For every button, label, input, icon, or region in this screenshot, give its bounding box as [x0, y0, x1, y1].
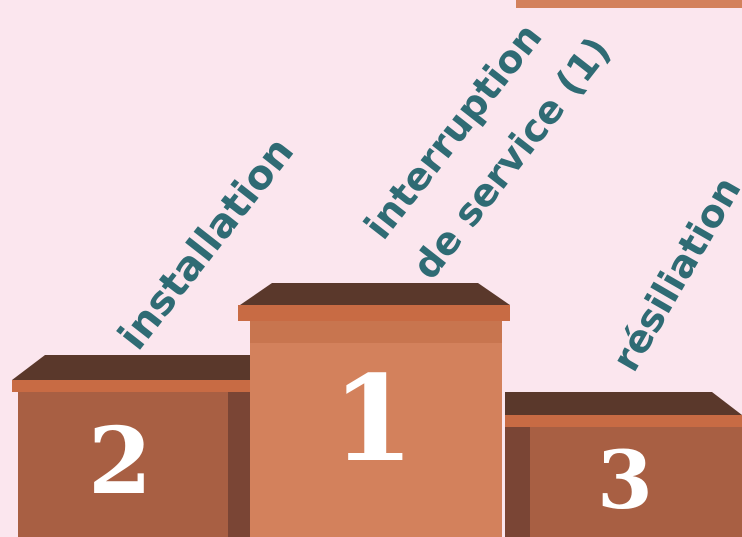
podium-first-rim — [238, 305, 510, 321]
podium-second-top — [12, 355, 250, 380]
podium-first-band — [250, 321, 502, 343]
podium-second-rim — [12, 380, 250, 392]
rank-number-first: 1 — [318, 360, 428, 478]
rank-number-third: 3 — [570, 440, 680, 520]
podium-third-rim — [505, 415, 742, 427]
rank-number-second: 2 — [60, 415, 180, 507]
podium-second-shadow — [228, 392, 250, 537]
podium-first-top — [240, 283, 510, 305]
podium-third-top — [505, 392, 742, 415]
podium-third-shadow — [505, 427, 530, 537]
